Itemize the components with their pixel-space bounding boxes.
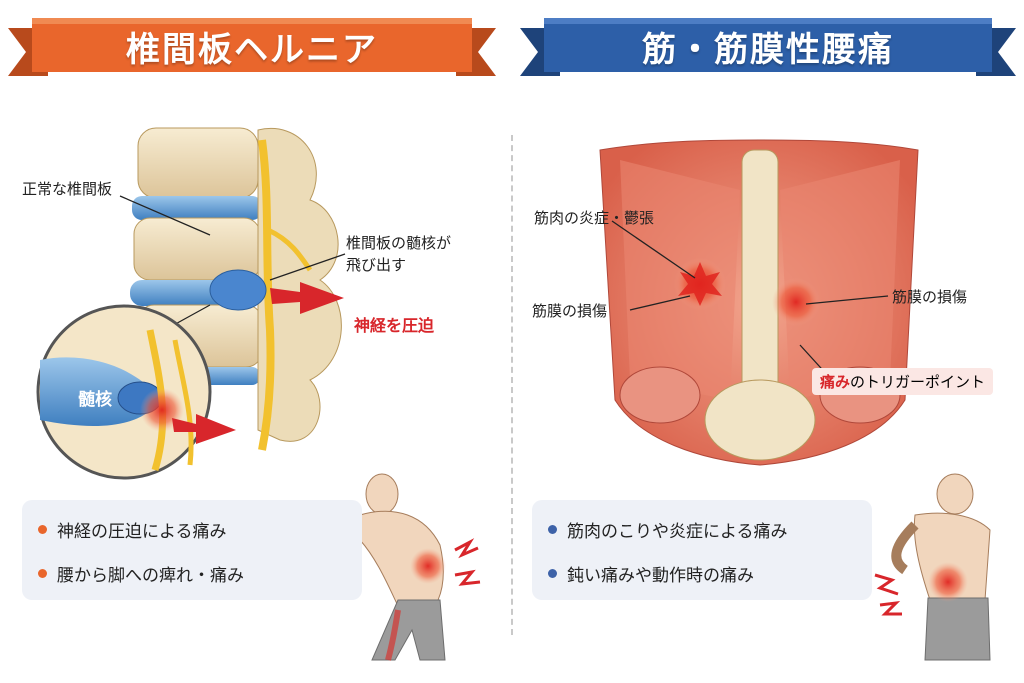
right-bullet-1: 筋肉のこりや炎症による痛み: [548, 517, 788, 542]
normal-disc-label: 正常な椎間板: [22, 180, 113, 198]
left-title-ribbon: 椎間板ヘルニア: [8, 14, 496, 84]
right-title-ribbon: 筋・筋膜性腰痛: [520, 14, 1016, 84]
nucleus-protrudes-label-line1: 椎間板の髄核が: [346, 234, 452, 252]
pain-spot-right: [772, 278, 820, 326]
bullet-dot: [548, 569, 557, 578]
nerve-root: [266, 227, 313, 272]
vertebral-processes: [257, 128, 342, 442]
protruding-nucleus: [209, 269, 267, 311]
compression-arrow: [270, 282, 344, 314]
bullet-dot: [38, 569, 47, 578]
spinal-nerve: [258, 139, 275, 451]
nucleus-label: 髄核: [78, 390, 112, 410]
fascia-damage-left-label: 筋膜の損傷: [532, 302, 608, 320]
right-bullet-2-text: 鈍い痛みや動作時の痛み: [567, 566, 754, 586]
normal-disc-pointer: [119, 195, 211, 236]
right-title: 筋・筋膜性腰痛: [642, 30, 894, 70]
right-ribbon-shape: [520, 18, 1016, 76]
left-summary-box: [22, 500, 362, 600]
right-bullet-2: 鈍い痛みや動作時の痛み: [548, 561, 754, 586]
trigger-point-text: のトリガーポイント: [850, 373, 986, 391]
right-summary-box: [532, 500, 872, 600]
left-bullet-1-text: 神経の圧迫による痛み: [57, 522, 227, 542]
fascia-damage-right-label: 筋膜の損傷: [892, 288, 968, 306]
nucleus-protrudes-label-line2: 飛び出す: [346, 256, 407, 274]
back-muscles-illustration: [599, 139, 919, 466]
nucleus-pointer: [269, 253, 346, 281]
magnified-view: [36, 304, 236, 480]
trigger-point-tag: 痛みのトリガーポイント: [812, 368, 994, 395]
left-title: 椎間板ヘルニア: [126, 30, 378, 70]
sacrum: [704, 379, 816, 461]
right-bullet-1-text: 筋肉のこりや炎症による痛み: [567, 522, 788, 542]
person-back-pain-left: [359, 473, 481, 661]
nerve-compression-label: 神経を圧迫: [354, 316, 435, 335]
left-bullet-2-text: 腰から脚への痺れ・痛み: [57, 566, 244, 586]
bullet-dot: [38, 525, 47, 534]
vertebra-1: [137, 127, 259, 199]
trigger-point-highlight: 痛み: [820, 373, 851, 391]
left-bullet-1: 神経の圧迫による痛み: [38, 517, 227, 542]
left-ribbon-shape: [8, 18, 496, 76]
bullet-dot: [548, 525, 557, 534]
magnified-compression-arrow: [172, 414, 236, 444]
normal-disc: [132, 196, 262, 220]
muscle-inflammation-label: 筋肉の炎症・鬱張: [534, 209, 655, 227]
left-bullet-2: 腰から脚への痺れ・痛み: [38, 561, 244, 586]
person-back-pain-right: [874, 473, 991, 661]
spine-column: [741, 149, 779, 401]
center-divider: [511, 135, 513, 635]
